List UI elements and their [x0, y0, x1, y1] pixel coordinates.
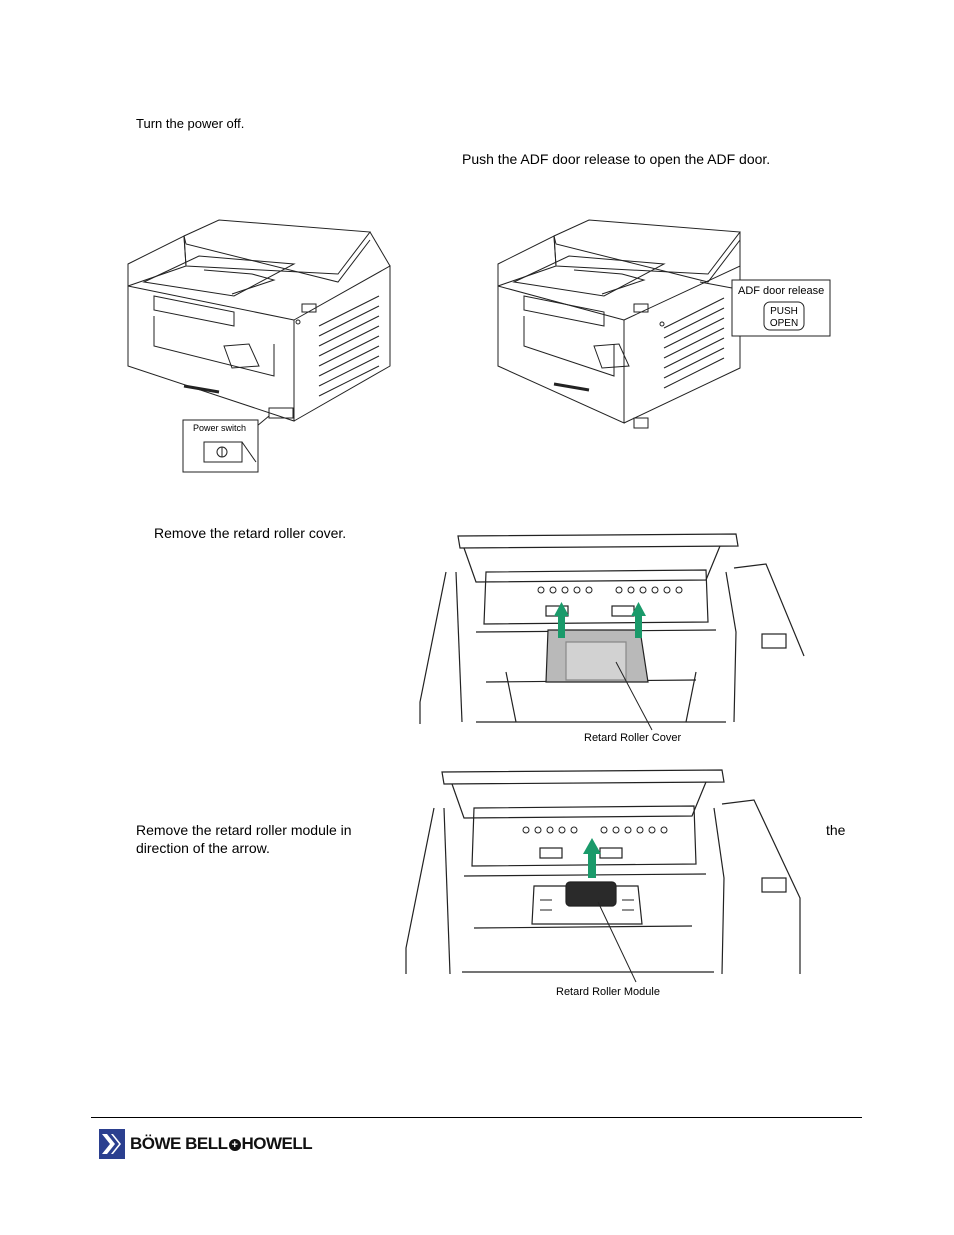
step-open-adf: Push the ADF door release to open the AD… — [462, 151, 771, 167]
roller-holes — [537, 586, 683, 594]
retard-roller-module-figure — [405, 769, 801, 983]
retard-roller-cover-caption: Retard Roller Cover — [584, 732, 682, 744]
footer-rule — [91, 1117, 862, 1118]
logo-plus-icon: + — [228, 1139, 241, 1151]
adf-release-label: ADF door release — [738, 285, 824, 297]
step-remove-module-the: the — [826, 822, 846, 838]
retard-roller-module-caption: Retard Roller Module — [556, 986, 660, 998]
retard-roller-cover-figure — [419, 533, 805, 731]
company-logo: BÖWE BELL+HOWELL — [99, 1129, 313, 1159]
open-label: OPEN — [770, 318, 798, 329]
push-label: PUSH — [770, 306, 798, 317]
power-switch-label: Power switch — [193, 423, 246, 433]
scanner-adf-release-figure: ADF door release PUSH OPEN — [497, 219, 831, 429]
scanner-power-switch-figure: Power switch — [127, 219, 391, 473]
logo-mark-icon — [99, 1129, 125, 1159]
step-remove-cover: Remove the retard roller cover. — [154, 525, 347, 541]
step-power-off: Turn the power off. — [136, 116, 245, 131]
step-remove-module-line2: direction of the arrow. — [136, 840, 270, 856]
step-remove-module-line1: Remove the retard roller module in — [136, 822, 352, 838]
logo-text: BÖWE BELL+HOWELL — [130, 1134, 313, 1153]
